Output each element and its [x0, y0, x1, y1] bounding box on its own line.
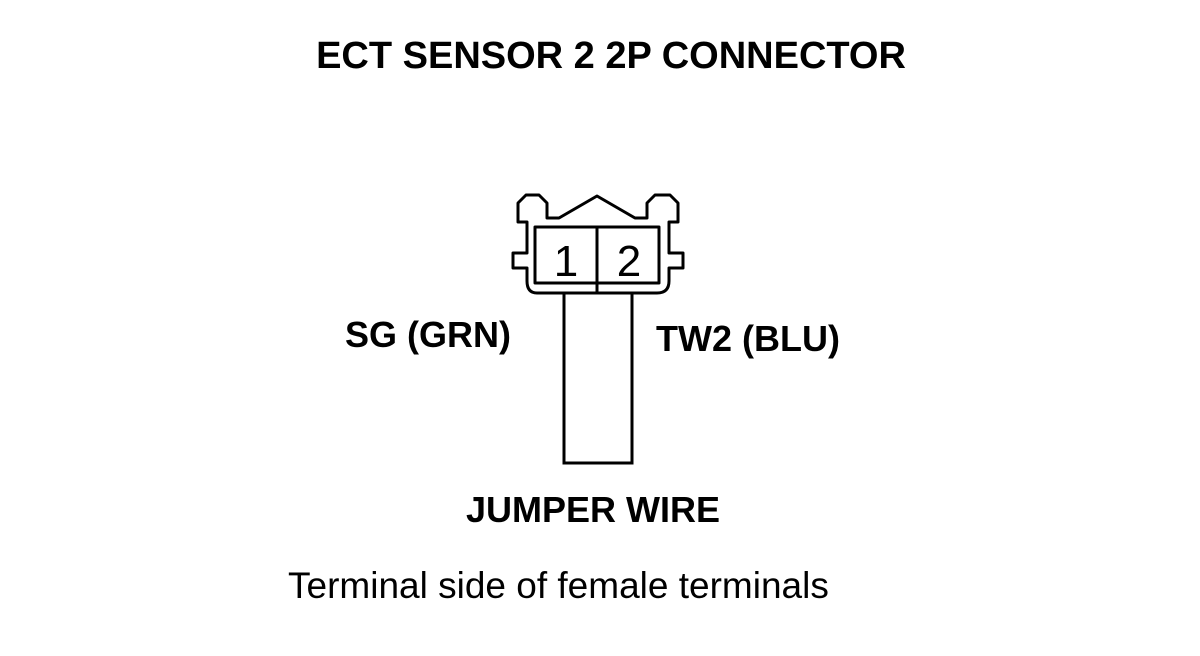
connector-body — [511, 193, 685, 295]
view-caption: Terminal side of female terminals — [288, 565, 829, 606]
jumper-wire — [562, 293, 634, 465]
diagram-title: ECT SENSOR 2 2P CONNECTOR — [316, 35, 906, 77]
pin-2-label: 2 — [617, 237, 641, 286]
pin-2-wire-label: TW2 (BLU) — [656, 318, 840, 359]
pin-1-label: 1 — [554, 237, 578, 286]
jumper-wire-label: JUMPER WIRE — [466, 489, 721, 530]
pin-1-wire-label: SG (GRN) — [345, 314, 511, 355]
